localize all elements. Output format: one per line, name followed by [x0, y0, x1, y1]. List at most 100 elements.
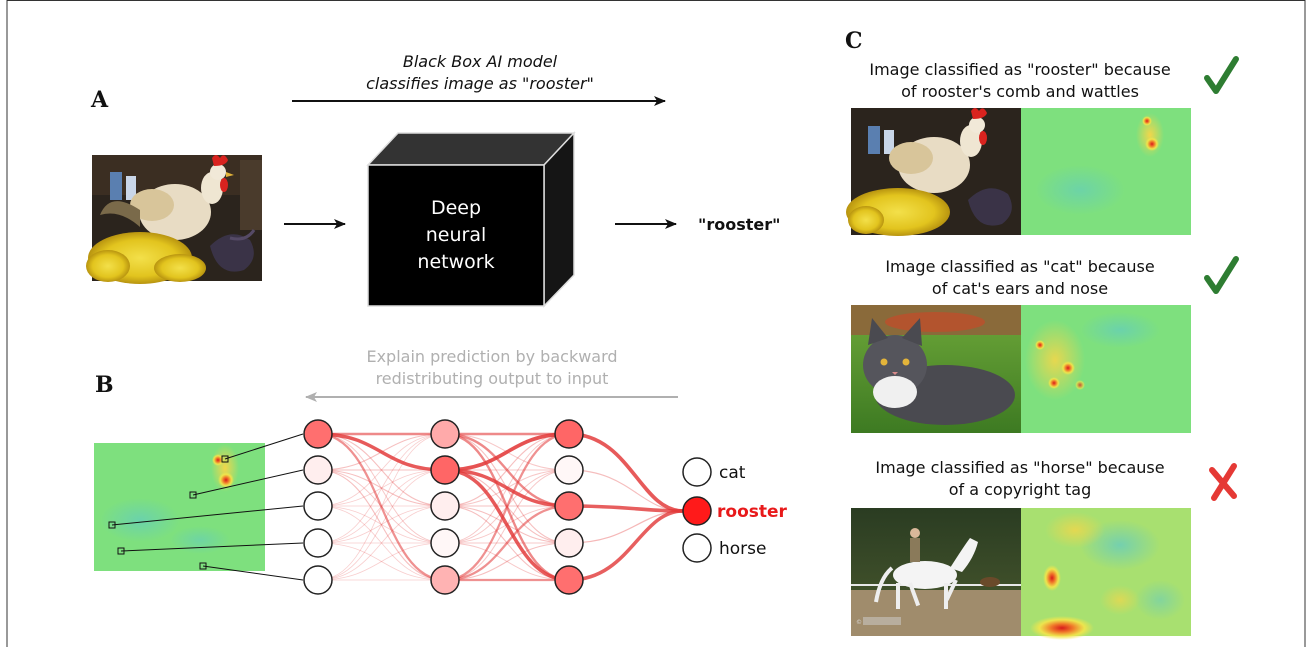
network-node [430, 565, 460, 595]
network-edge [317, 469, 446, 507]
network-edge [317, 433, 446, 544]
panel-c: C Image classified as "rooster" because … [845, 28, 1239, 640]
example-horse-heatmap [1021, 508, 1191, 640]
rooster-heatmap [94, 443, 265, 571]
relevance-network [108, 419, 684, 595]
panel-a-letter: A [90, 87, 109, 113]
network-edge [317, 469, 446, 507]
network-edge [444, 542, 570, 581]
network-node [554, 419, 584, 449]
network-edge [317, 469, 446, 544]
example-cat-photo [851, 305, 1021, 433]
network-node [430, 455, 460, 485]
deep-neural-network-box: Deep neural network [366, 131, 576, 308]
network-edge [444, 469, 570, 507]
network-edge [317, 469, 446, 581]
output-nodes: cat rooster horse [682, 457, 788, 563]
panel-c-letter: C [845, 28, 863, 54]
example-rooster-heatmap [1021, 108, 1191, 235]
network-node [554, 528, 584, 558]
network-edge [444, 542, 570, 581]
network-edge-to-output [568, 504, 684, 513]
heatmap-patch-marker [117, 547, 125, 555]
network-edge [317, 432, 446, 472]
backward-caption-line1: Explain prediction by backward [366, 347, 617, 366]
copyright-tag-watermark: © [856, 619, 862, 626]
example-rooster: Image classified as "rooster" because of… [846, 56, 1239, 236]
network-edge [317, 542, 446, 581]
network-node [554, 565, 584, 595]
network-edge [317, 469, 446, 544]
panel-a: A Black Box AI model classifies image as… [86, 52, 780, 308]
network-edge [317, 433, 446, 507]
patch-connector [224, 433, 304, 460]
panel-b-letter: B [95, 372, 114, 398]
example-cat-caption-line2: of cat's ears and nose [932, 279, 1108, 298]
output-label-rooster: rooster [717, 502, 788, 522]
example-cat-heatmap [1021, 305, 1191, 433]
network-node [430, 528, 460, 558]
network-edge [317, 433, 446, 581]
network-edge [317, 433, 446, 544]
example-horse-caption-line1: Image classified as "horse" because [875, 458, 1164, 477]
network-edge [444, 504, 570, 582]
network-edge [317, 505, 446, 581]
network-edge [317, 505, 446, 581]
box-label-line1: Deep [431, 197, 481, 219]
rooster-photo [86, 155, 262, 284]
network-edge [444, 505, 570, 544]
example-rooster-caption-line1: Image classified as "rooster" because [869, 60, 1170, 79]
cross-mark-icon [1209, 463, 1237, 501]
network-edge [317, 433, 446, 471]
example-rooster-photo [846, 108, 1021, 236]
patch-connector [111, 505, 304, 526]
network-edge [444, 468, 570, 508]
network-edge [317, 505, 446, 544]
output-node-horse [682, 533, 712, 563]
example-rooster-caption-line2: of rooster's comb and wattles [901, 82, 1139, 101]
network-edge [444, 468, 570, 582]
network-node [554, 491, 584, 521]
output-node-cat [682, 457, 712, 487]
arrow-caption-line2: classifies image as "rooster" [366, 74, 594, 93]
network-node [303, 491, 333, 521]
output-label-cat: cat [719, 463, 746, 483]
network-edge [317, 432, 446, 582]
box-label-line3: network [417, 251, 494, 273]
box-label-line2: neural [426, 224, 487, 246]
example-horse-photo: © [851, 508, 1021, 636]
heatmap-patch-marker [189, 491, 197, 499]
network-edge [317, 542, 446, 581]
heatmap-patch-marker [108, 521, 116, 529]
output-node-rooster [682, 496, 712, 526]
backward-caption-line2: redistributing output to input [376, 369, 609, 388]
example-cat: Image classified as "cat" because of cat… [851, 256, 1239, 433]
check-mark-icon [1204, 256, 1239, 294]
network-edge [317, 433, 446, 507]
network-edge [444, 432, 570, 472]
network-node [303, 528, 333, 558]
patch-connector [202, 565, 304, 581]
network-edge [444, 432, 570, 582]
example-horse: Image classified as "horse" because of a… [851, 458, 1237, 640]
copyright-tag-mark [863, 617, 901, 625]
network-node [303, 565, 333, 595]
network-edge [444, 433, 570, 507]
heatmap-patch-marker [199, 562, 207, 570]
network-edge-to-output [568, 432, 684, 513]
network-node [554, 455, 584, 485]
patch-connector [120, 542, 304, 552]
panel-b: B Explain prediction by backward redistr… [94, 347, 788, 595]
output-label: "rooster" [698, 215, 780, 234]
check-mark-icon [1204, 56, 1239, 94]
network-edge [317, 469, 446, 581]
network-edge [444, 433, 570, 544]
network-node [303, 455, 333, 485]
network-node [303, 419, 333, 449]
patch-connector [192, 469, 304, 496]
output-label-horse: horse [719, 539, 766, 559]
network-edge [317, 505, 446, 544]
network-node [430, 419, 460, 449]
example-cat-caption-line1: Image classified as "cat" because [885, 257, 1154, 276]
